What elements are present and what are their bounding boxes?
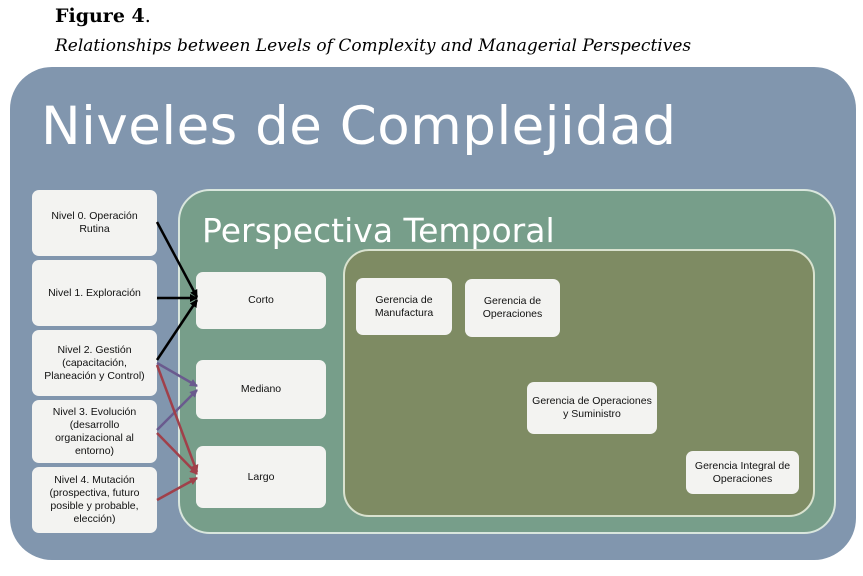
management-operations-label: Gerencia de Operaciones [482,295,543,320]
horizon-short-box: Corto [196,272,326,329]
level-2-label: Nivel 2. Gestión (capacitación, Planeaci… [44,343,145,382]
level-1-label: Nivel 1. Exploración [48,286,141,299]
temporal-perspective-title: Perspectiva Temporal [202,211,555,250]
management-supply-label: Gerencia de Operaciones y Suministro [532,395,652,420]
management-integral-box: Gerencia Integral de Operaciones [686,451,799,494]
horizon-long-box: Largo [196,446,326,508]
level-3-label: Nivel 3. Evolución (desarrollo organizac… [52,405,137,457]
level-0-label: Nivel 0. Operación Rutina [51,210,138,235]
level-0-box: Nivel 0. Operación Rutina [32,190,157,256]
figure-label-suffix: . [144,5,151,27]
complexity-levels-title: Niveles de Complejidad [41,96,677,157]
level-3-box: Nivel 3. Evolución (desarrollo organizac… [32,400,157,463]
management-operations-box: Gerencia de Operaciones [465,279,560,337]
level-1-box: Nivel 1. Exploración [32,260,157,326]
level-4-box: Nivel 4. Mutación (prospectiva, futuro p… [32,467,157,533]
horizon-medium-box: Mediano [196,360,326,419]
management-manufacturing-box: Gerencia de Manufactura [356,278,452,335]
management-supply-box: Gerencia de Operaciones y Suministro [527,382,657,434]
management-integral-label: Gerencia Integral de Operaciones [694,459,791,485]
figure-caption: Relationships between Levels of Complexi… [55,36,692,56]
horizon-medium-label: Mediano [240,383,282,395]
level-4-label: Nivel 4. Mutación (prospectiva, futuro p… [49,474,140,525]
horizon-short-label: Corto [248,294,274,306]
level-2-box: Nivel 2. Gestión (capacitación, Planeaci… [32,330,157,396]
management-manufacturing-label: Gerencia de Manufactura [374,293,434,319]
horizon-long-label: Largo [247,470,275,483]
figure-label: Figure 4. [55,5,151,27]
figure-number: Figure 4 [55,5,145,27]
